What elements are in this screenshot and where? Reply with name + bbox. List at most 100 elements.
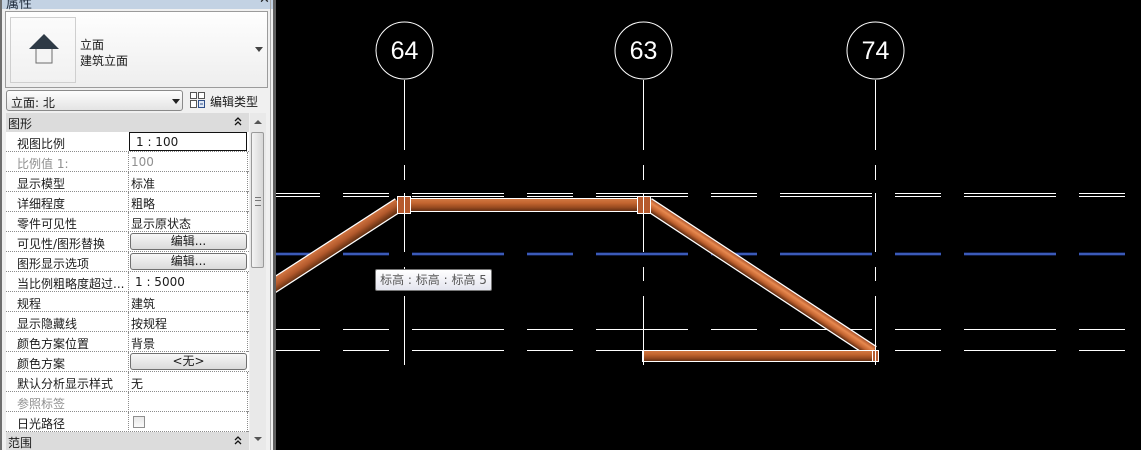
pipe-horizontal-top[interactable] — [409, 198, 639, 212]
property-label: 零件可见性 — [17, 217, 78, 231]
property-value[interactable]: 背景 — [131, 337, 156, 351]
property-row: 参照标签 — [6, 392, 249, 412]
property-value: 100 — [131, 155, 154, 169]
property-label: 显示隐藏线 — [17, 317, 78, 331]
grid-label: 64 — [391, 37, 419, 65]
column-divider — [247, 152, 248, 172]
property-row[interactable]: 颜色方案位置 背景 — [6, 332, 249, 352]
color-scheme-button[interactable]: <无> — [130, 353, 247, 370]
property-label: 图形显示选项 — [17, 257, 90, 271]
grid-63[interactable]: 63 — [614, 21, 673, 365]
instance-filter-value: 立面: 北 — [11, 96, 55, 110]
grid-64[interactable]: 64 — [375, 21, 434, 365]
column-divider — [128, 412, 129, 432]
column-divider — [247, 392, 248, 412]
property-row[interactable]: 默认分析显示样式 无 — [6, 372, 249, 392]
property-label: 颜色方案 — [17, 357, 66, 371]
pipe-diagonal-right[interactable] — [644, 199, 877, 357]
property-label: 参照标签 — [17, 397, 66, 411]
level-tooltip: 标高 : 标高 : 标高 5 — [375, 269, 492, 291]
grid-label: 63 — [630, 37, 658, 65]
property-row[interactable]: 详细程度 粗略 — [6, 192, 249, 212]
elevation-arrow-icon — [29, 34, 59, 64]
chevron-down-icon — [172, 99, 180, 104]
grip-icon — [255, 197, 261, 206]
panel-resize-handle[interactable] — [273, 0, 276, 450]
properties-scrollbar[interactable] — [250, 113, 266, 450]
property-label: 默认分析显示样式 — [17, 377, 114, 391]
panel-border — [270, 0, 271, 450]
column-divider — [128, 292, 129, 312]
column-divider — [247, 192, 248, 212]
property-row[interactable]: 零件可见性 显示原状态 — [6, 212, 249, 232]
column-divider — [128, 312, 129, 332]
category-header-graphics[interactable]: 图形 — [6, 113, 249, 132]
pipe-horizontal-bottom[interactable] — [642, 350, 873, 362]
properties-grid: 图形 视图比例 1 : 100 比例值 1: 100 显示模型 标准 详细程度 … — [6, 113, 249, 450]
property-row: 图形显示选项 编辑... — [6, 252, 249, 272]
pipe-run — [245, 196, 879, 362]
edit-type-button[interactable]: 编辑类型 — [188, 90, 264, 110]
property-label: 日光路径 — [17, 417, 66, 431]
grid-bubble[interactable] — [846, 21, 905, 80]
property-row: 视图比例 1 : 100 — [6, 132, 249, 152]
properties-panel: 属性 ✕ 立面 建筑立面 立面: 北 编辑类型 图形 视图比例 — [0, 0, 276, 450]
property-row: 日光路径 — [6, 412, 249, 432]
collapse-icon[interactable] — [234, 436, 242, 446]
property-row: 可见性/图形替换 编辑... — [6, 232, 249, 252]
property-value[interactable]: 按规程 — [131, 317, 168, 331]
type-thumbnail — [10, 17, 76, 83]
column-divider — [128, 372, 129, 392]
column-divider — [128, 212, 129, 232]
column-divider — [247, 412, 248, 432]
column-divider — [247, 172, 248, 192]
column-divider — [128, 152, 129, 172]
chevron-down-icon[interactable] — [255, 47, 263, 52]
edit-type-label: 编辑类型 — [210, 95, 259, 109]
scroll-up-arrow-icon[interactable] — [254, 120, 262, 124]
column-divider — [247, 292, 248, 312]
panel-title: 属性 — [6, 0, 33, 12]
scrollbar-thumb[interactable] — [251, 132, 264, 268]
property-row[interactable]: 规程 建筑 — [6, 292, 249, 312]
grid-bubble[interactable] — [375, 21, 434, 80]
column-divider — [128, 352, 129, 372]
property-value: 1 : 100 — [136, 135, 179, 149]
column-divider — [128, 172, 129, 192]
category-title: 范围 — [8, 436, 33, 450]
property-row[interactable]: 显示隐藏线 按规程 — [6, 312, 249, 332]
instance-filter-dropdown[interactable]: 立面: 北 — [6, 90, 183, 111]
column-divider — [128, 252, 129, 272]
column-divider — [247, 272, 248, 292]
property-row[interactable]: 当比例粗略度超过... 1 : 5000 — [6, 272, 249, 292]
grid-bubble[interactable] — [614, 21, 673, 80]
property-value[interactable]: 1 : 5000 — [135, 275, 185, 289]
property-row[interactable]: 显示模型 标准 — [6, 172, 249, 192]
panel-border — [0, 0, 2, 450]
grid-label: 74 — [862, 37, 890, 65]
column-divider — [128, 332, 129, 352]
property-value[interactable]: 标准 — [131, 177, 156, 191]
sun-path-checkbox[interactable] — [133, 416, 145, 428]
property-value[interactable]: 建筑 — [131, 297, 156, 311]
grid-74[interactable]: 74 — [846, 21, 905, 365]
property-label: 视图比例 — [17, 137, 66, 151]
column-divider — [247, 372, 248, 392]
visibility-graphics-edit-button[interactable]: 编辑... — [130, 233, 247, 250]
column-divider — [128, 192, 129, 212]
scroll-down-arrow-icon[interactable] — [254, 437, 262, 441]
close-icon[interactable]: ✕ — [259, 0, 270, 7]
property-value[interactable]: 无 — [131, 377, 144, 391]
view-scale-input[interactable]: 1 : 100 — [129, 132, 247, 151]
panel-title-bar[interactable]: 属性 ✕ — [0, 0, 276, 12]
collapse-icon[interactable] — [234, 117, 242, 127]
graphic-display-options-edit-button[interactable]: 编辑... — [130, 253, 247, 270]
category-header-extents[interactable]: 范围 — [6, 432, 249, 450]
type-family-name: 立面 — [80, 38, 105, 52]
edit-type-icon — [190, 92, 205, 108]
column-divider — [247, 312, 248, 332]
property-value[interactable]: 粗略 — [131, 197, 156, 211]
property-value[interactable]: 显示原状态 — [131, 217, 192, 231]
property-label: 比例值 1: — [17, 157, 69, 171]
property-label: 规程 — [17, 297, 42, 311]
